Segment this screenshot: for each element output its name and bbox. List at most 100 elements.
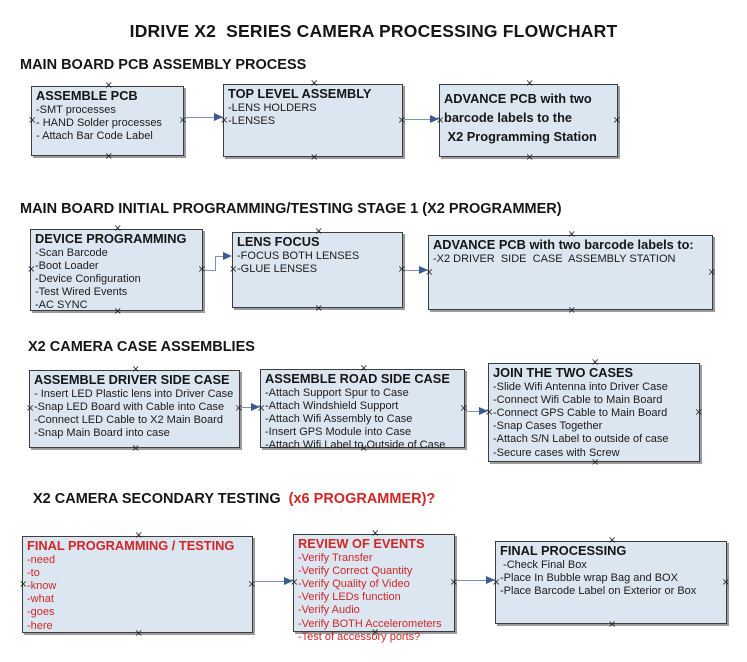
box-item: -Attach Wifi Assembly to Case <box>265 412 413 425</box>
box-item: -X2 DRIVER SIDE CASE ASSEMBLY STATION <box>433 252 676 265</box>
box-item: -Verify Quality of Video <box>298 577 410 590</box>
box-item: -Insert GPS Module into Case <box>265 426 412 439</box>
box-item: -Place Barcode Label on Exterior or Box <box>500 584 697 597</box>
box-title: ADVANCE PCB with two barcode labels to: <box>433 237 694 252</box>
box-lens-focus[interactable]: × × × × LENS FOCUS -FOCUS BOTH LENSES -G… <box>229 227 406 314</box>
connector-driver-case-to-road-case[interactable] <box>242 403 260 413</box>
box-assemble-pcb[interactable]: × × × × ASSEMBLE PCB -SMT processes - HA… <box>28 81 187 162</box>
box-item: -Attach Support Spur to Case <box>265 386 409 399</box>
connector-line <box>215 256 225 257</box>
box-item: -GLUE LENSES <box>237 262 318 275</box>
connector-line <box>204 270 216 271</box>
box-item: -Verify Correct Quantity <box>298 564 413 577</box>
connector-road-case-to-join-cases[interactable] <box>467 407 488 417</box>
anchor-x-icon: × <box>567 305 576 316</box>
anchor-x-icon: × <box>310 152 319 163</box>
box-device-programming[interactable]: × × × × DEVICE PROGRAMMING -Scan Barcode… <box>27 224 206 317</box>
heading-red-part: (x6 PROGRAMMER)? <box>284 491 436 507</box>
box-item: - Attach Bar Code Label <box>36 129 153 142</box>
connector-line <box>242 407 252 408</box>
anchor-x-icon: × <box>314 303 323 314</box>
arrowhead-icon <box>251 403 260 411</box>
box-title: TOP LEVEL ASSEMBLY <box>228 86 372 101</box>
arrowhead-icon <box>430 115 439 123</box>
box-advance-pcb-to-driver-station[interactable]: × × × × ADVANCE PCB with two barcode lab… <box>425 230 716 316</box>
box-item: -Verify Transfer <box>298 551 373 564</box>
box-item: - HAND Solder processes <box>36 116 162 129</box>
box-item: -LENS HOLDERS <box>228 101 317 114</box>
box-item: -what <box>27 593 54 606</box>
box-review-of-events[interactable]: × × × × REVIEW OF EVENTS -Verify Transfe… <box>290 529 458 643</box>
arrowhead-icon <box>214 113 223 121</box>
connector-top-level-to-advance-pcb[interactable] <box>405 115 439 125</box>
connector-line <box>255 581 285 582</box>
connector-line <box>405 270 420 271</box>
connector-line <box>186 117 215 118</box>
box-item: -Boot Loader <box>35 259 99 272</box>
box-item: -Snap Main Board into case <box>34 427 170 440</box>
section-heading-pcb-assembly: MAIN BOARD PCB ASSEMBLY PROCESS <box>20 57 307 73</box>
box-final-processing[interactable]: × × × × FINAL PROCESSING -Check Final Bo… <box>492 536 730 630</box>
box-item: -Slide Wifi Antenna into Driver Case <box>493 380 668 393</box>
box-item: -Snap LED Board with Cable into Case <box>34 400 225 413</box>
connector-line <box>457 580 487 581</box>
box-item: -Attach Wifi Label to Outside of Case <box>265 439 446 452</box>
arrowhead-icon <box>479 407 488 415</box>
box-item: -Attach S/N Label to outside of case <box>493 433 669 446</box>
box-item: -Connect LED Cable to X2 Main Board <box>34 413 223 426</box>
connector-assemble-pcb-to-top-level[interactable] <box>186 113 223 123</box>
anchor-x-icon: × <box>608 619 617 630</box>
connector-line <box>215 256 216 271</box>
box-item: -Scan Barcode <box>35 246 108 259</box>
box-item: -Secure cases with Screw <box>493 446 620 459</box>
box-item: -Place In Bubble wrap Bag and BOX <box>500 571 678 584</box>
anchor-x-icon: × <box>525 152 534 163</box>
anchor-x-icon: × <box>104 151 113 162</box>
box-title: FINAL PROGRAMMING / TESTING <box>27 538 235 553</box>
section-heading-secondary-testing: X2 CAMERA SECONDARY TESTING (x6 PROGRAMM… <box>33 491 435 507</box>
anchor-x-icon: × <box>721 576 730 588</box>
box-assemble-driver-side-case[interactable]: × × × × ASSEMBLE DRIVER SIDE CASE - Inse… <box>26 365 243 454</box>
connector-device-programming-to-lens-focus[interactable] <box>204 252 232 273</box>
box-title: DEVICE PROGRAMMING <box>35 231 187 246</box>
box-item: -Check Final Box <box>500 558 587 571</box>
box-join-the-two-cases[interactable]: × × × × JOIN THE TWO CASES -Slide Wifi A… <box>485 358 703 468</box>
box-title: ASSEMBLE ROAD SIDE CASE <box>265 371 450 386</box>
box-top-level-assembly[interactable]: × × × × TOP LEVEL ASSEMBLY -LENS HOLDERS… <box>220 79 406 163</box>
arrowhead-icon <box>284 577 293 585</box>
anchor-x-icon: × <box>612 114 621 126</box>
box-item: -LENSES <box>228 114 276 127</box>
page-title: IDRIVE X2 SERIES CAMERA PROCESSING FLOWC… <box>129 21 618 41</box>
arrowhead-icon <box>419 266 428 274</box>
box-item: -FOCUS BOTH LENSES <box>237 249 360 262</box>
box-title: FINAL PROCESSING <box>500 543 627 558</box>
box-item: -AC SYNC <box>35 299 88 312</box>
connector-final-programming-to-review[interactable] <box>255 577 293 587</box>
box-advance-pcb-to-programming-station[interactable]: × × × × ADVANCE PCB with two barcode lab… <box>436 79 621 163</box>
box-final-programming-testing[interactable]: × × × × FINAL PROGRAMMING / TESTING -nee… <box>19 531 256 639</box>
section-heading-case-assemblies: X2 CAMERA CASE ASSEMBLIES <box>28 339 255 355</box>
anchor-x-icon: × <box>591 457 600 468</box>
connector-lens-focus-to-advance-pcb[interactable] <box>405 266 428 276</box>
box-item: -Connect Wifi Cable to Main Board <box>493 393 663 406</box>
anchor-x-icon: × <box>707 266 716 278</box>
box-item: -Device Configuration <box>35 272 141 285</box>
box-title: JOIN THE TWO CASES <box>493 365 634 380</box>
box-item: -need <box>27 553 56 566</box>
box-item: -Test of accessory ports? <box>298 630 421 643</box>
box-title: ASSEMBLE DRIVER SIDE CASE <box>34 372 230 387</box>
box-item: -Verify BOTH Accelerometers <box>298 617 442 630</box>
box-title: REVIEW OF EVENTS <box>298 536 425 551</box>
box-title: X2 Programming Station <box>444 129 597 144</box>
anchor-x-icon: × <box>525 78 534 89</box>
anchor-x-icon: × <box>694 406 703 418</box>
box-title: LENS FOCUS <box>237 234 320 249</box>
box-assemble-road-side-case[interactable]: × × × × ASSEMBLE ROAD SIDE CASE -Attach … <box>257 364 468 454</box>
section-heading-initial-programming: MAIN BOARD INITIAL PROGRAMMING/TESTING S… <box>20 201 562 217</box>
box-item: -SMT processes <box>36 103 116 116</box>
box-title: ASSEMBLE PCB <box>36 88 138 103</box>
box-item: -goes <box>27 606 55 619</box>
connector-review-to-final-processing[interactable] <box>457 576 495 586</box>
box-title: ADVANCE PCB with two <box>444 91 592 106</box>
